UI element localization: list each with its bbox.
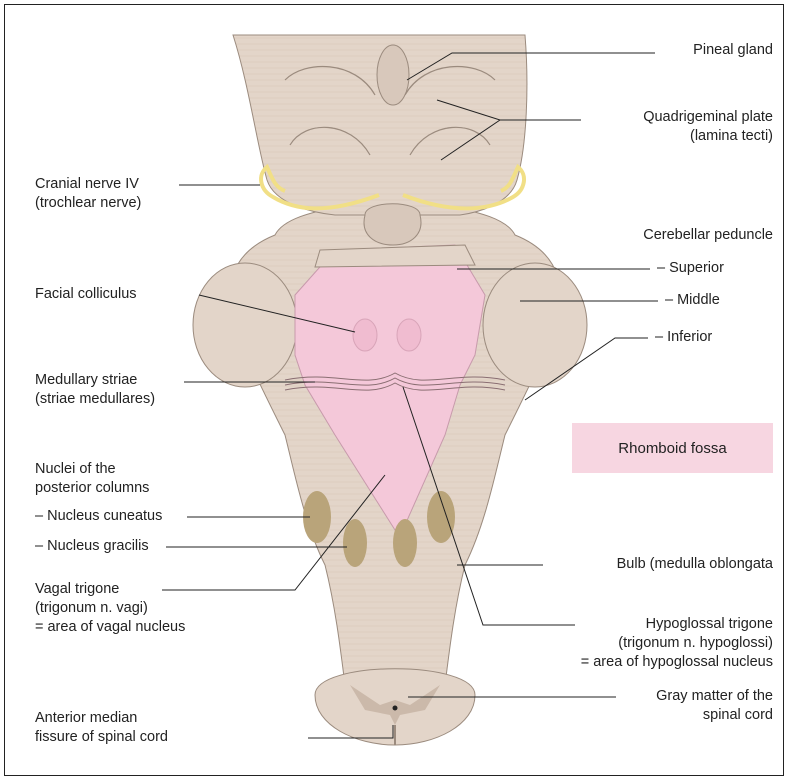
label-nucleus-cuneatus: – Nucleus cuneatus bbox=[35, 507, 162, 526]
label-anterior-median-1: Anterior median bbox=[35, 709, 137, 728]
left-middle-peduncle bbox=[193, 263, 297, 387]
label-hypoglossal-trigone-2: (trigonum n. hypoglossi) bbox=[618, 634, 773, 653]
label-vagal-trigone-3: = area of vagal nucleus bbox=[35, 618, 185, 637]
central-canal bbox=[393, 706, 398, 711]
rhomboid-fossa-box: Rhomboid fossa bbox=[572, 423, 773, 473]
pineal-gland-shape bbox=[377, 45, 409, 105]
nucleus-gracilis-left bbox=[343, 519, 367, 567]
figure-frame: Pineal gland Quadrigeminal plate (lamina… bbox=[4, 4, 784, 776]
facial-colliculus-right bbox=[397, 319, 421, 351]
label-pineal-gland: Pineal gland bbox=[693, 41, 773, 60]
label-cerebellar-peduncle: Cerebellar peduncle bbox=[643, 226, 773, 245]
label-middle: – Middle bbox=[665, 291, 720, 310]
label-vagal-trigone-1: Vagal trigone bbox=[35, 580, 119, 599]
label-trochlear-nerve: (trochlear nerve) bbox=[35, 194, 141, 213]
label-cranial-nerve-iv: Cranial nerve IV bbox=[35, 175, 139, 194]
label-hypoglossal-trigone-3: = area of hypoglossal nucleus bbox=[581, 653, 773, 672]
nucleus-gracilis-right bbox=[393, 519, 417, 567]
label-quadrigeminal-plate: Quadrigeminal plate bbox=[643, 108, 773, 127]
label-rhomboid-fossa: Rhomboid fossa bbox=[618, 440, 726, 457]
facial-colliculus-left bbox=[353, 319, 377, 351]
label-striae-medullares: (striae medullares) bbox=[35, 390, 155, 409]
label-lamina-tecti: (lamina tecti) bbox=[690, 127, 773, 146]
label-facial-colliculus: Facial colliculus bbox=[35, 285, 137, 304]
label-anterior-median-2: fissure of spinal cord bbox=[35, 728, 168, 747]
label-hypoglossal-trigone-1: Hypoglossal trigone bbox=[646, 615, 773, 634]
label-nuclei-posterior-1: Nuclei of the bbox=[35, 460, 116, 479]
label-gray-matter-1: Gray matter of the bbox=[656, 687, 773, 706]
label-nuclei-posterior-2: posterior columns bbox=[35, 479, 149, 498]
label-vagal-trigone-2: (trigonum n. vagi) bbox=[35, 599, 148, 618]
label-nucleus-gracilis: – Nucleus gracilis bbox=[35, 537, 149, 556]
central-knob bbox=[364, 204, 421, 245]
label-superior: – Superior bbox=[657, 259, 724, 278]
label-inferior: – Inferior bbox=[655, 328, 712, 347]
label-gray-matter-2: spinal cord bbox=[703, 706, 773, 725]
label-bulb: Bulb (medulla oblongata bbox=[617, 555, 773, 574]
label-medullary-striae: Medullary striae bbox=[35, 371, 137, 390]
